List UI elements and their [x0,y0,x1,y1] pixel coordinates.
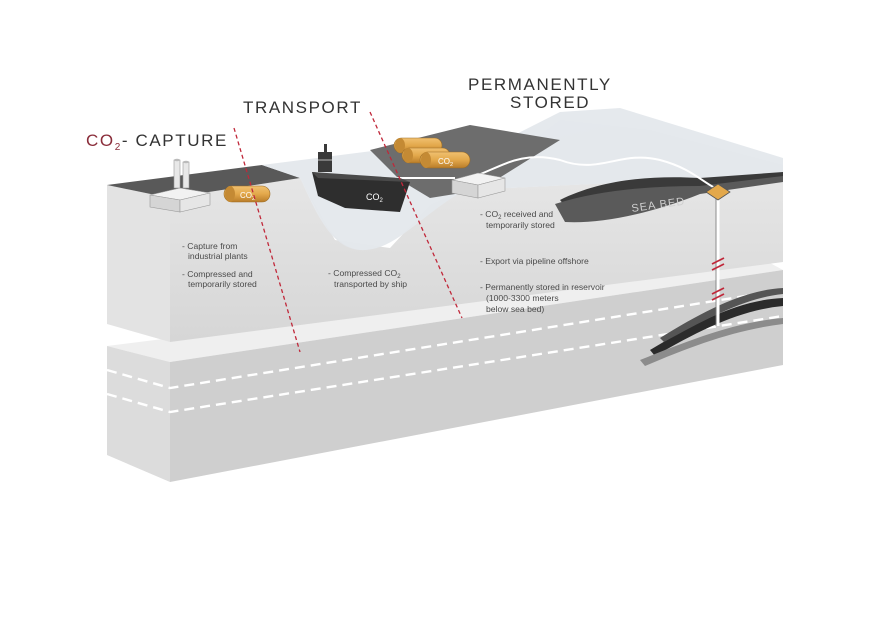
cylinder-stack-3 [419,151,471,169]
upper-block-side [170,175,783,342]
capture-bullet-2-line1: - Compressed and [182,269,253,279]
cylinder-body [223,185,271,203]
ship-mast [324,144,327,154]
injection-well [705,183,731,326]
factory-side [179,192,211,213]
cylinder-stack-2-end [403,148,413,163]
platform-icon [705,183,731,201]
stored-bullet-1-line2: temporarily stored [486,220,555,230]
reservoir-layer-mid [660,288,783,342]
break-line-2 [106,314,784,414]
offshore-pipeline [469,156,716,189]
cylinder-capture-icon: CO2 [223,185,271,203]
divider-capture-transport [233,127,301,353]
sea-bed-light [555,176,783,223]
capture-bullet-1-line1: - Capture from [182,241,237,251]
stored-bullet-1-line1: - CO2 received and [480,209,553,221]
cylinder-stack-1-end [395,138,405,153]
divider-transport-stored [369,111,463,319]
ship-bridge [318,152,332,172]
cylinder-stack-3-end [421,152,431,168]
chimney-2-top [183,160,189,164]
stage-title-stored-line1: PERMANENTLY [468,75,612,94]
chimney-2 [182,161,190,189]
break-line-1 [106,288,784,390]
ship-deck [312,172,410,182]
lower-block-front [107,346,170,482]
factory-icon [149,158,211,213]
land-top [107,165,300,198]
stored-bullet-3-line1: - Permanently stored in reservoir [480,282,605,292]
capture-bullets: - Capture from industrial plants - Compr… [182,241,257,289]
ship-hull [312,172,410,212]
stage-title-transport: TRANSPORT [243,98,362,117]
upper-block-front [107,185,170,342]
lower-block-top [107,263,783,362]
well-break-marks-icon [711,257,725,301]
lower-block [106,263,784,482]
cylinder-capture-label: CO2 [240,191,255,202]
stored-bullet-3-line2: (1000-3300 meters [486,293,559,303]
terminal-side [477,177,506,199]
transport-bullet-1-line1: - Compressed CO2 [328,268,401,280]
stored-bullets: - CO2 received and temporarily stored - … [480,209,605,314]
terminal-building-icon [451,172,506,199]
stage-title-stored-line2: STORED [510,93,590,112]
chimney-1 [173,159,181,189]
ship-icon: CO2 [312,144,410,212]
stage-title-capture: CO2- CAPTURE [86,131,228,153]
cylinder-stack-label: CO2 [438,157,453,168]
cylinder-stack-icon: CO2 [393,137,471,169]
transport-bullets: - Compressed CO2 transported by ship [328,268,407,289]
stored-bullet-2: - Export via pipeline offshore [480,256,589,266]
capture-bullet-1-line2: industrial plants [188,251,248,261]
reservoir-layer-dark [650,298,783,356]
reservoir-layer-light [640,318,783,366]
stored-bullet-3-line3: below sea bed) [486,304,544,314]
lower-block-side [170,270,783,482]
cylinder-end [225,186,235,202]
sea-water [262,108,783,251]
transport-bullet-1-line2: transported by ship [334,279,407,289]
ship-label: CO2 [366,192,384,204]
capture-bullet-2-line2: temporarily stored [188,279,257,289]
chimney-1-top [174,158,180,162]
